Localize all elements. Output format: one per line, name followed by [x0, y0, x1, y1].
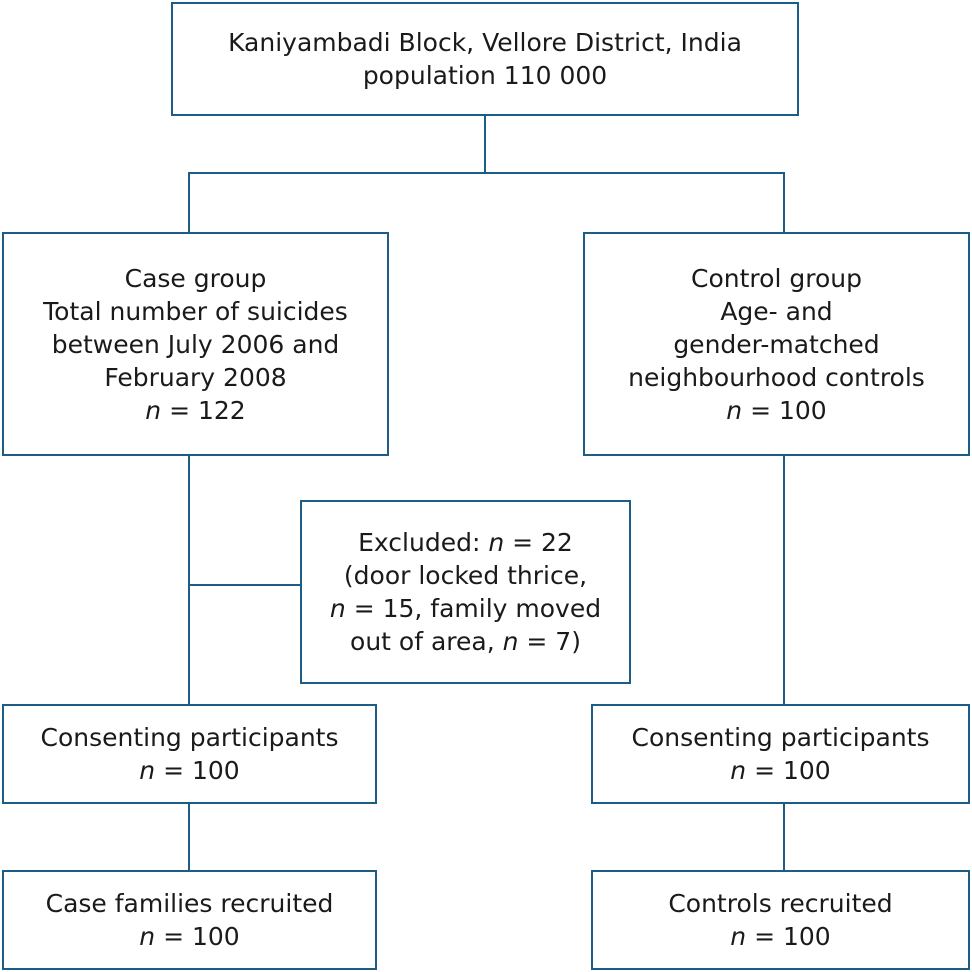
n-symbol: n: [139, 756, 156, 785]
case-recruited-box: Case families recruited n = 100: [2, 870, 377, 970]
case-group-title: Case group: [124, 263, 267, 293]
excluded-moved-count-value: = 7): [518, 627, 581, 656]
case-recruited-count: n = 100: [139, 920, 239, 953]
case-consenting-title: Consenting participants: [40, 723, 339, 752]
n-symbol: n: [329, 594, 346, 623]
control-group-desc-line3: neighbourhood controls: [628, 362, 925, 392]
n-symbol: n: [726, 395, 743, 425]
case-consenting-count-value: = 100: [155, 756, 240, 785]
excluded-count: Excluded: n = 22: [358, 526, 573, 559]
excluded-reason-line3-text: out of area,: [350, 627, 503, 656]
n-symbol: n: [730, 756, 747, 785]
connector-control-vertical: [783, 455, 785, 705]
excluded-box: Excluded: n = 22 (door locked thrice, n …: [300, 500, 631, 684]
case-group-desc-line1: Total number of suicides: [43, 296, 348, 326]
n-symbol: n: [145, 395, 162, 425]
control-group-box: Control group Age- and gender-matched ne…: [583, 232, 970, 456]
control-group-count-value: = 100: [742, 395, 827, 425]
case-consenting-count: n = 100: [139, 754, 239, 787]
control-consenting-count: n = 100: [730, 754, 830, 787]
connector-to-control-group: [783, 172, 785, 232]
excluded-label: Excluded:: [358, 528, 489, 557]
excluded-reason-line2: n = 15, family moved: [330, 592, 601, 625]
case-consenting-box: Consenting participants n = 100: [2, 704, 377, 804]
control-consenting-count-value: = 100: [746, 756, 831, 785]
case-recruited-count-value: = 100: [155, 922, 240, 951]
control-consenting-box: Consenting participants n = 100: [591, 704, 970, 804]
control-group-desc-line1: Age- and: [720, 296, 833, 326]
population-size-text: population 110 000: [362, 61, 608, 90]
connector-to-case-group: [188, 172, 190, 232]
case-group-count: n = 122: [145, 394, 245, 427]
control-group-count: n = 100: [726, 394, 826, 427]
connector-top-down: [484, 116, 486, 174]
control-recruited-box: Controls recruited n = 100: [591, 870, 970, 970]
control-recruited-title: Controls recruited: [668, 889, 893, 918]
connector-branch-horizontal: [188, 172, 785, 174]
control-group-title: Control group: [691, 263, 862, 293]
case-group-count-value: = 122: [161, 395, 246, 425]
connector-case-consent-to-recruited: [188, 803, 190, 871]
excluded-reason-line3: out of area, n = 7): [350, 625, 581, 658]
population-box: Kaniyambadi Block, Vellore District, Ind…: [171, 2, 799, 116]
control-group-desc-line2: gender-matched: [673, 329, 880, 359]
connector-case-vertical: [188, 455, 190, 705]
n-symbol: n: [139, 922, 156, 951]
excluded-reason-line1: (door locked thrice,: [343, 561, 588, 590]
case-group-desc-line3: February 2008: [104, 362, 287, 392]
control-recruited-count: n = 100: [730, 920, 830, 953]
n-symbol: n: [488, 528, 505, 557]
excluded-reason-line2-text: = 15, family moved: [345, 594, 602, 623]
case-recruited-title: Case families recruited: [45, 889, 334, 918]
connector-to-excluded: [188, 584, 301, 586]
n-symbol: n: [502, 627, 519, 656]
population-location-text: Kaniyambadi Block, Vellore District, Ind…: [228, 28, 742, 57]
n-symbol: n: [730, 922, 747, 951]
excluded-count-value: = 22: [504, 528, 573, 557]
case-group-box: Case group Total number of suicides betw…: [2, 232, 389, 456]
control-recruited-count-value: = 100: [746, 922, 831, 951]
connector-control-consent-to-recruited: [783, 803, 785, 871]
case-group-desc-line2: between July 2006 and: [51, 329, 340, 359]
control-consenting-title: Consenting participants: [631, 723, 930, 752]
